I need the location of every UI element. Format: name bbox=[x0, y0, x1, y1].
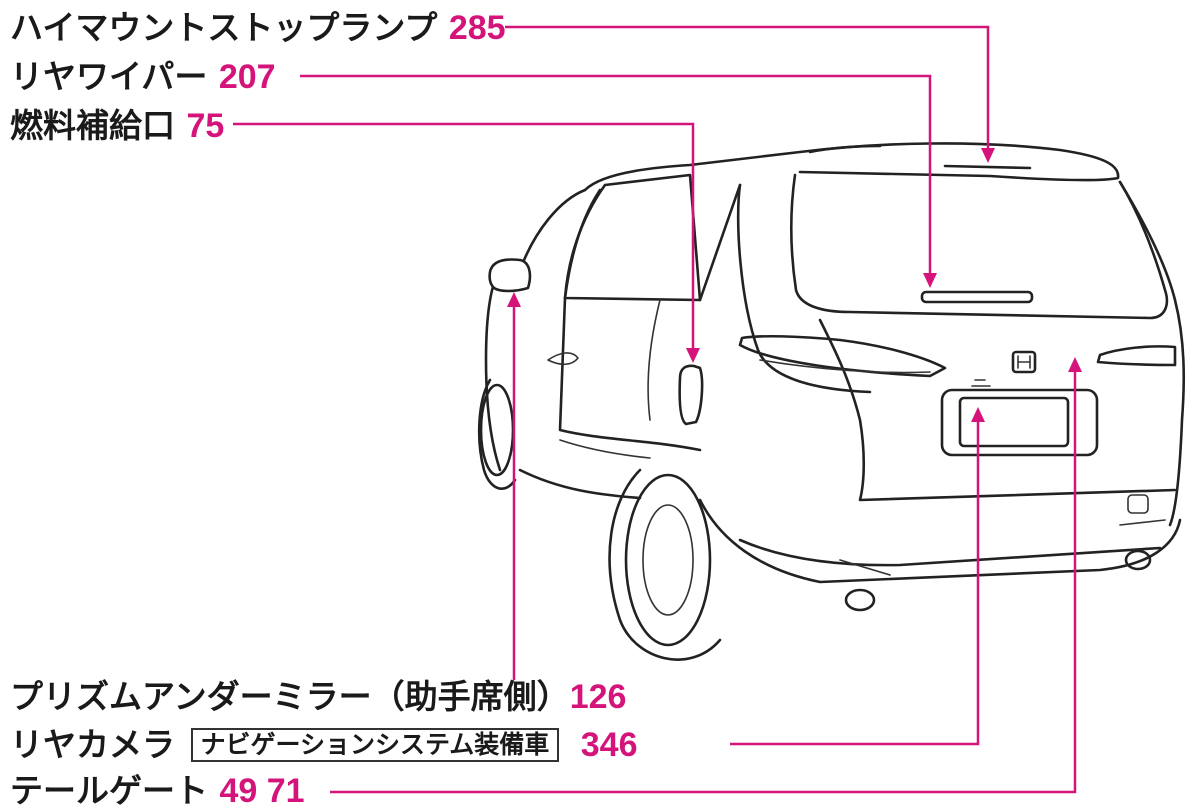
arrow-rear-wiper bbox=[923, 273, 937, 288]
label-prism-mirror: プリズムアンダーミラー（助手席側）126 bbox=[10, 680, 626, 714]
arrow-high-mount-stop-lamp bbox=[981, 148, 995, 163]
label-text: リヤワイパー bbox=[10, 57, 208, 96]
label-fuel-filler: 燃料補給口 75 bbox=[10, 109, 224, 143]
leader-line-fuel-filler bbox=[233, 122, 695, 350]
arrow-rear-camera bbox=[971, 407, 985, 422]
equipment-note-box: ナビゲーションシステム装備車 bbox=[190, 728, 560, 762]
leader-line-high-mount-stop-lamp bbox=[505, 25, 990, 150]
minivan-illustration bbox=[477, 142, 1186, 661]
label-text: プリズムアンダーミラー（助手席側） bbox=[10, 677, 570, 716]
page-reference[interactable]: 75 bbox=[186, 107, 225, 145]
arrow-prism-mirror bbox=[507, 292, 521, 307]
label-high-mount-stop-lamp: ハイマウントストップランプ 285 bbox=[10, 11, 506, 45]
label-text: 燃料補給口 bbox=[10, 106, 175, 145]
label-text: テールゲート bbox=[10, 771, 208, 810]
arrow-tailgate bbox=[1068, 357, 1082, 372]
label-tailgate: テールゲート 49 71 bbox=[10, 774, 305, 808]
label-text: ハイマウントストップランプ bbox=[10, 8, 438, 47]
label-text: リヤカメラ bbox=[10, 725, 175, 764]
arrow-fuel-filler bbox=[686, 348, 700, 363]
page-reference[interactable]: 207 bbox=[218, 58, 276, 96]
leader-line-rear-camera bbox=[730, 420, 980, 746]
leader-line-rear-wiper bbox=[300, 74, 932, 275]
label-rear-camera: リヤカメラ ナビゲーションシステム装備車 346 bbox=[10, 728, 638, 762]
leader-lines bbox=[233, 25, 1082, 794]
label-rear-wiper: リヤワイパー 207 bbox=[10, 60, 276, 94]
page-reference[interactable]: 126 bbox=[569, 678, 627, 716]
page-reference[interactable]: 49 71 bbox=[219, 772, 305, 810]
page-reference[interactable]: 346 bbox=[580, 726, 638, 764]
leader-line-tailgate bbox=[330, 370, 1077, 794]
page-reference[interactable]: 285 bbox=[448, 9, 506, 47]
